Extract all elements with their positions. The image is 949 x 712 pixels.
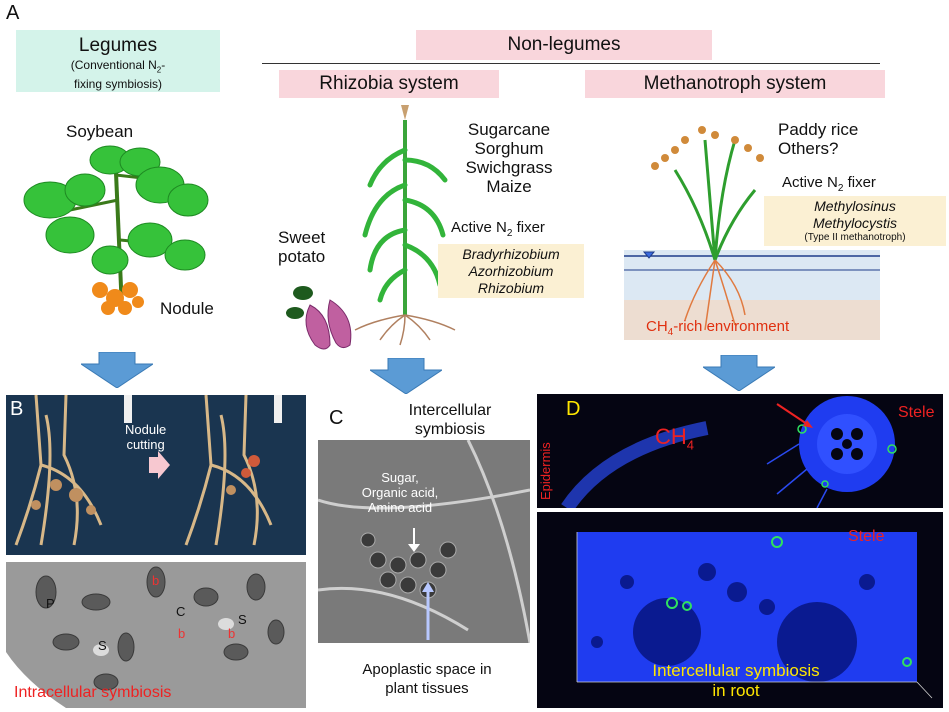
root-fluorescence-top-panel (537, 394, 943, 508)
methanotroph-system-header: Methanotroph system (585, 70, 885, 98)
methano-fixer-title: Active N2 fixer (782, 174, 876, 194)
intracellular-symbiosis-caption: Intracellular symbiosis (14, 684, 172, 701)
methano-fixer-title-text: Active N (782, 174, 838, 191)
legumes-subtitle-line2: fixing symbiosis) (73, 77, 163, 92)
crop-sorghum: Sorghum (474, 139, 544, 158)
ch4-env-pre: CH (646, 318, 668, 335)
nodule-label: Nodule (160, 299, 214, 318)
tem-label-s1: S (98, 638, 107, 653)
maize-plant-illustration (354, 105, 456, 346)
rhizobia-fixer-title-text: Active N (451, 219, 507, 236)
rice-others: Others? (778, 139, 839, 158)
non-legumes-header: Non-legumes (416, 30, 712, 60)
soybean-plant-illustration (23, 145, 209, 315)
root-fluorescence-3d-panel (537, 512, 943, 708)
tem-label-p: P (46, 596, 55, 611)
nodule-cutting-line2: cutting (126, 437, 165, 452)
down-arrow-legumes (81, 352, 153, 388)
tem-intracellular-panel (6, 562, 306, 708)
tem-intercellular-graphic (318, 440, 530, 643)
crop-maize: Maize (486, 177, 532, 196)
rhizobia-fixer-title: Active N2 fixer (451, 219, 545, 239)
stele-top-label: Stele (898, 404, 935, 421)
ch4-env-post: -rich environment (673, 318, 790, 335)
crop-sugarcane: Sugarcane (467, 120, 551, 139)
fixer-bradyrhizobium: Bradyrhizobium (462, 246, 560, 262)
nutrient-organic-acid: Organic acid, (361, 485, 439, 500)
legumes-subtitle: (Conventional N2- fixing symbiosis) (16, 58, 220, 91)
ch4-pre: CH (655, 424, 687, 449)
panel-b-letter: B (10, 398, 24, 420)
divider-line (262, 63, 880, 64)
soybean-label: Soybean (66, 122, 134, 141)
nodule-cutting-line1: Nodule (125, 422, 167, 437)
sweet-potato-label: Sweet potato (278, 228, 325, 266)
legumes-subtitle-part: (Conventional N (70, 58, 157, 72)
nodule-photo-graphic (6, 395, 306, 555)
nutrients-label: Sugar, Organic acid, Amino acid (340, 470, 460, 515)
fixer-rhizobium: Rhizobium (477, 280, 545, 296)
rhizobia-system-header: Rhizobia system (279, 70, 499, 98)
rhizobia-fixer-box: Bradyrhizobium Azorhizobium Rhizobium (438, 244, 584, 298)
methano-fixer-box: Methylosinus Methylocystis (Type II meth… (764, 196, 946, 246)
down-arrow-rhizobia (370, 358, 442, 394)
sweet-potato-line2: potato (278, 247, 326, 266)
sweet-potato-line1: Sweet (278, 228, 326, 247)
legumes-title: Legumes (78, 35, 158, 56)
panel-a-letter: A (6, 2, 20, 24)
rhizobia-fixer-sub: 2 (506, 228, 513, 239)
intercellular-symbiosis-title: Intercellular symbiosis (385, 401, 515, 439)
legumes-subtitle-end: - (161, 58, 166, 72)
tem-label-b2: b (178, 626, 186, 641)
methano-fixer-sub: 2 (837, 183, 844, 194)
paddy-rice-illustration (624, 126, 880, 340)
nodule-cutting-label: Nodule cutting (125, 422, 166, 452)
nodule-photo-panel (6, 395, 306, 555)
ch4-sub: 4 (686, 437, 695, 453)
ch4-environment-label: CH4-rich environment (646, 318, 789, 338)
ch4-label: CH4 (655, 424, 694, 452)
fixer-methylosinus: Methylosinus (814, 198, 896, 214)
down-arrow-methanotroph (703, 355, 775, 391)
legumes-subtitle-sub: 2 (156, 65, 162, 75)
epidermis-label: Epidermis (538, 442, 553, 500)
tem-label-b3: b (228, 626, 236, 641)
tem-intercellular-panel (318, 440, 530, 643)
rhizobia-fixer-end: fixer (512, 219, 545, 236)
root-fluorescence-3d-graphic (537, 512, 943, 708)
panel-c-letter: C (329, 407, 344, 429)
intercellular-title-line1: Intercellular (408, 402, 492, 419)
crop-list: Sugarcane Sorghum Swichgrass Maize (449, 120, 569, 196)
rice-label: Paddy rice Others? (778, 120, 858, 158)
crop-switchgrass: Swichgrass (465, 158, 553, 177)
ch4-env-sub: 4 (667, 327, 674, 338)
intercellular-title-line2: symbiosis (414, 421, 486, 438)
apoplastic-space-caption: Apoplastic space in plant tissues (330, 660, 524, 698)
root-fluorescence-top-graphic (537, 394, 943, 508)
stele-bottom-label: Stele (848, 528, 885, 545)
root-caption-line1: Intercellular symbiosis (652, 661, 820, 680)
nutrient-sugar: Sugar, (381, 470, 419, 485)
apoplastic-caption-line2: plant tissues (385, 680, 469, 697)
root-caption-line2: in root (712, 681, 760, 700)
panel-d-letter: D (566, 398, 581, 420)
fixer-azorhizobium: Azorhizobium (468, 263, 554, 279)
intercellular-root-caption: Intercellular symbiosis in root (610, 661, 862, 701)
fixer-methylocystis: Methylocystis (812, 215, 898, 231)
sweet-potato-illustration (286, 286, 352, 350)
tem-label-b1: b (152, 573, 160, 588)
nutrient-amino-acid: Amino acid (367, 500, 433, 515)
methano-type: (Type II methanotroph) (804, 232, 906, 243)
tem-label-c: C (176, 604, 186, 619)
tem-label-s2: S (238, 612, 247, 627)
apoplastic-caption-line1: Apoplastic space in (362, 661, 492, 678)
methano-fixer-end: fixer (843, 174, 876, 191)
tem-intracellular-graphic (6, 562, 306, 708)
rice-paddy: Paddy rice (778, 120, 859, 139)
legumes-box: Legumes (Conventional N2- fixing symbios… (16, 30, 220, 92)
